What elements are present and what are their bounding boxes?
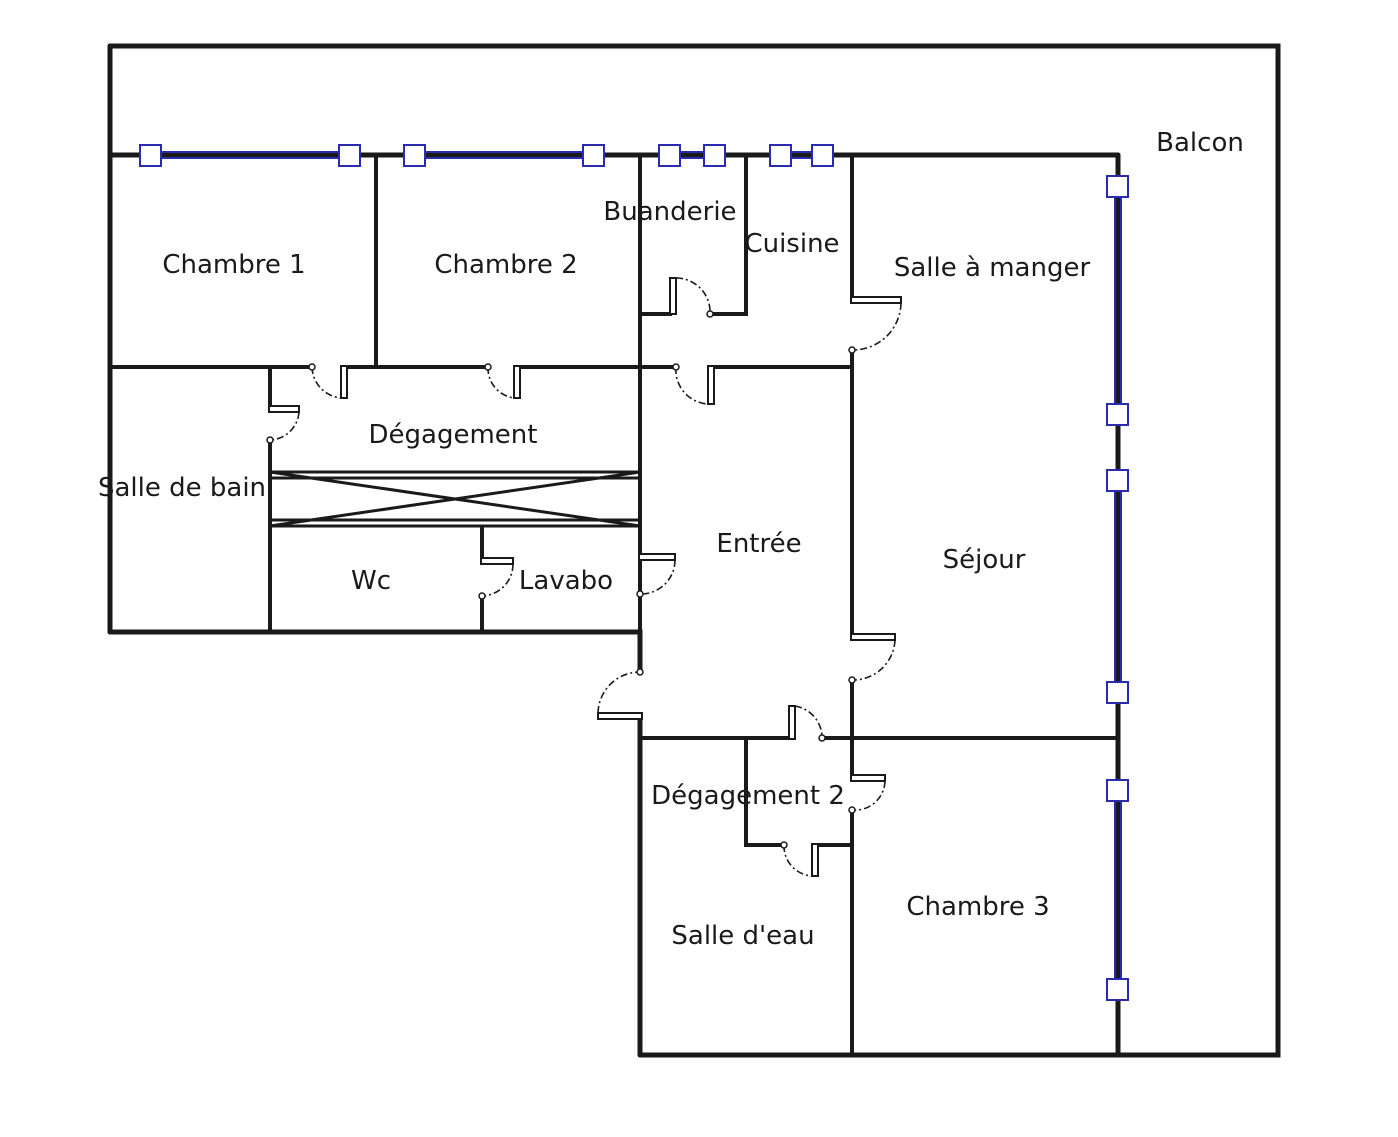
window-buanderie	[658, 144, 726, 167]
outer-walls	[107, 43, 1281, 1058]
door-salle-de-bain	[266, 405, 300, 444]
door-chambre-2	[484, 363, 521, 399]
label-salle-d-eau: Salle d'eau	[671, 921, 814, 951]
window-chambre-3	[1106, 779, 1129, 1001]
door-chambre-1	[308, 363, 348, 399]
door-degagement-2	[788, 705, 826, 742]
door-degagement-entree	[672, 363, 715, 405]
door-salle-a-manger	[848, 296, 902, 354]
door-buanderie	[669, 277, 714, 318]
door-chambre-3	[848, 774, 886, 814]
label-degagement: Dégagement	[369, 420, 538, 450]
window-chambre-1	[139, 144, 361, 167]
label-wc: Wc	[351, 566, 391, 596]
label-buanderie: Buanderie	[603, 197, 736, 227]
windows	[139, 144, 1129, 1001]
label-lavabo: Lavabo	[519, 566, 613, 596]
label-degagement-2: Dégagement 2	[651, 781, 845, 811]
door-entree-wc	[636, 553, 676, 598]
label-sejour: Séjour	[943, 545, 1026, 575]
label-salle-a-manger: Salle à manger	[894, 253, 1091, 283]
window-sejour	[1106, 469, 1129, 704]
label-balcon: Balcon	[1156, 128, 1244, 158]
label-chambre-2: Chambre 2	[434, 250, 577, 280]
label-entree: Entrée	[716, 529, 801, 559]
label-chambre-1: Chambre 1	[162, 250, 305, 280]
room-labels: Balcon Chambre 1 Chambre 2 Buanderie Cui…	[98, 128, 1244, 951]
label-salle-de-bain: Salle de bain	[98, 473, 266, 503]
doors	[266, 277, 902, 877]
door-salle-d-eau	[780, 841, 819, 877]
window-cuisine	[769, 144, 834, 167]
door-sejour	[848, 633, 896, 684]
interior-walls	[108, 153, 1120, 1057]
door-lavabo	[478, 557, 514, 600]
window-salle-a-manger	[1106, 175, 1129, 426]
door-front-entrance	[597, 668, 644, 720]
label-cuisine: Cuisine	[744, 229, 839, 259]
label-chambre-3: Chambre 3	[906, 892, 1049, 922]
window-chambre-2	[403, 144, 605, 167]
technical-shaft	[268, 470, 642, 528]
